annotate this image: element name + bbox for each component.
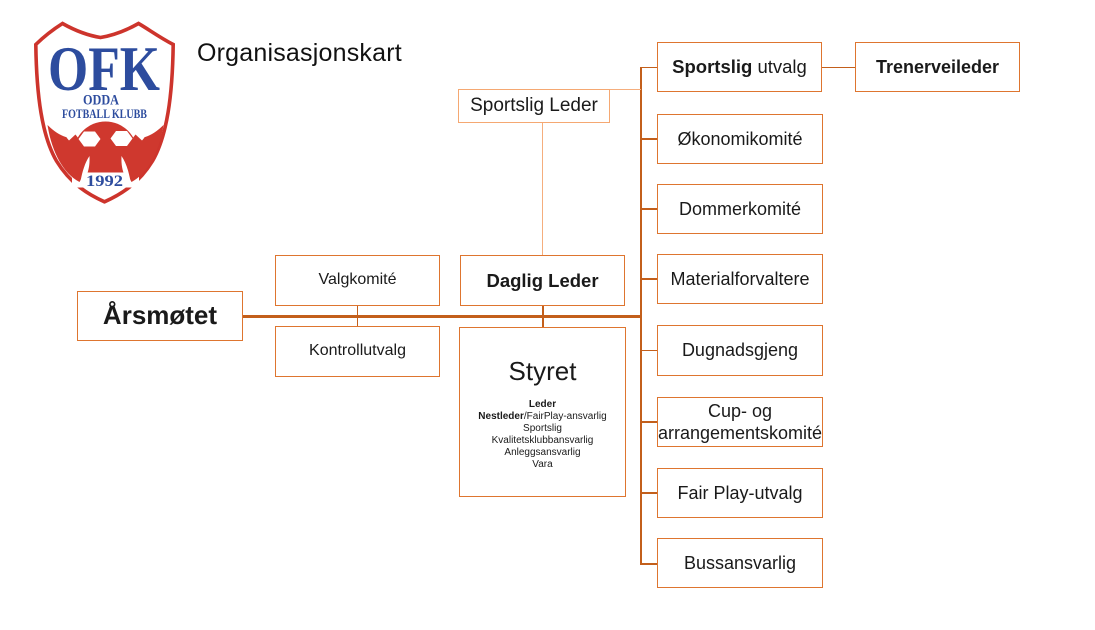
svg-text:FOTBALL KLUBB: FOTBALL KLUBB xyxy=(62,106,147,121)
svg-text:OFK: OFK xyxy=(48,33,160,104)
svg-text:ODDA: ODDA xyxy=(83,93,119,109)
svg-text:1992: 1992 xyxy=(86,173,123,190)
